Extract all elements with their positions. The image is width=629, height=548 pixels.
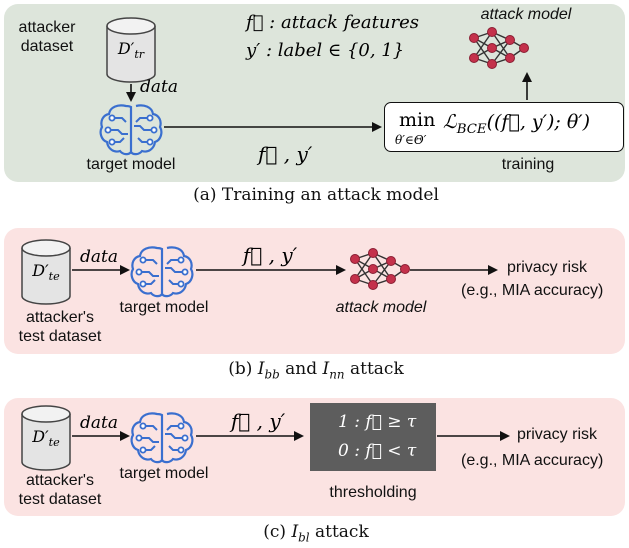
target-model-brain-icon	[130, 412, 194, 464]
privacy-risk-example: (e.g., MIA accuracy)	[461, 282, 604, 299]
attacker-dataset-label: attacker dataset	[18, 19, 76, 55]
attack-model-network-icon	[468, 26, 530, 70]
attack-model-label: attack model	[480, 6, 572, 23]
privacy-risk-example: (e.g., MIA accuracy)	[461, 452, 604, 469]
features-arrow-label: f⃗ , y′	[258, 142, 313, 166]
min-operator: min	[399, 109, 436, 131]
legend-attack-features: f⃗ : attack features	[246, 12, 419, 33]
legend-label-domain: y′ : label ∈ {0, 1}	[246, 40, 405, 61]
target-model-label: target model	[86, 156, 176, 173]
target-model-label: target model	[119, 465, 209, 482]
training-label: training	[501, 156, 555, 173]
threshold-rule-negative: 0 : f⃗ < τ	[338, 441, 417, 461]
privacy-risk-label: privacy risk	[507, 259, 588, 276]
threshold-rule-positive: 1 : f⃗ ≥ τ	[338, 412, 417, 432]
attack-model-label: attack model	[335, 299, 427, 316]
data-label: data	[80, 247, 118, 267]
features-arrow-label: f⃗ , y′	[230, 409, 286, 433]
features-arrow-label: f⃗ , y′	[242, 243, 298, 267]
panel-b-background	[4, 228, 625, 354]
threshold-box: 1 : f⃗ ≥ τ 0 : f⃗ < τ	[310, 403, 436, 471]
cylinder-label: D′tr	[117, 39, 145, 62]
data-label: data	[80, 413, 118, 433]
cylinder-label: D′te	[32, 261, 60, 284]
data-label: data	[140, 77, 178, 97]
thresholding-label: thresholding	[329, 484, 417, 501]
target-model-brain-icon	[130, 246, 194, 298]
test-dataset-label: attacker's test dataset	[18, 309, 102, 345]
target-model-label: target model	[119, 299, 209, 316]
loss-expression: ℒBCE((f⃗, y′); θ′)	[443, 111, 590, 137]
objective-box: min θ′∈Θ′ ℒBCE((f⃗, y′); θ′)	[384, 102, 624, 152]
target-model-brain-icon	[99, 104, 163, 156]
min-subscript: θ′∈Θ′	[395, 133, 427, 147]
caption-b: (b) Ibb and Inn attack	[228, 359, 404, 382]
cylinder-label: D′te	[32, 427, 60, 450]
attack-model-network-icon	[349, 247, 411, 291]
caption-c: (c) Ibl attack	[263, 522, 369, 545]
test-dataset-label: attacker's test dataset	[18, 472, 102, 508]
caption-a: (a) Training an attack model	[193, 185, 439, 205]
privacy-risk-label: privacy risk	[517, 426, 598, 443]
